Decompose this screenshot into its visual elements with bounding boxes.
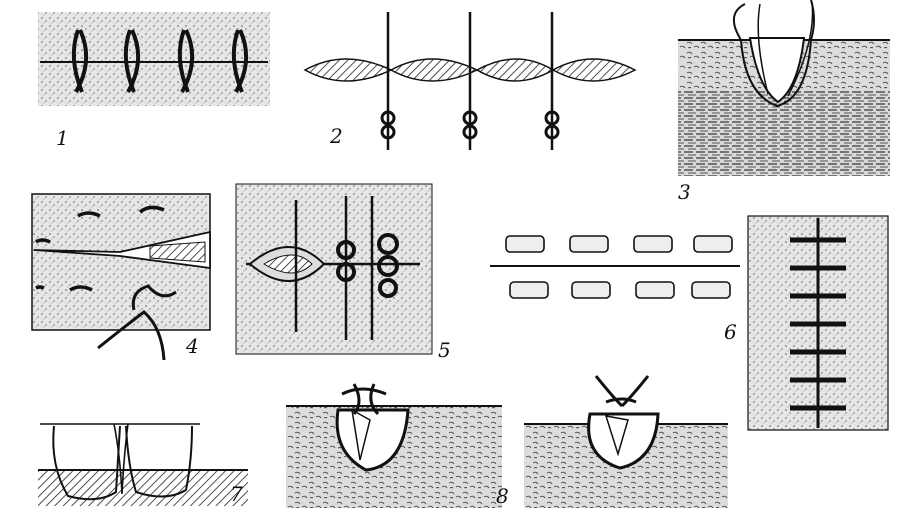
panel-4-drawing [31,193,211,361]
panel-7-drawing [38,423,248,506]
panel-label-6: 6 [724,320,737,344]
panel-label-1: 1 [56,126,69,150]
panel-label-5: 5 [438,338,451,362]
panel-5-drawing [235,183,433,355]
panel-1-drawing [38,12,270,106]
panel-8b-drawing [524,375,728,508]
panel-6-drawing [490,215,889,431]
panel-label-8: 8 [496,484,509,508]
panel-8a-drawing [286,383,502,508]
panel-label-4: 4 [186,334,199,358]
panel-3-drawing [678,0,890,176]
panel-2-drawing [303,12,637,150]
panel-label-2: 2 [330,124,343,148]
panel-label-7: 7 [230,482,243,506]
panel-label-3: 3 [678,180,691,204]
